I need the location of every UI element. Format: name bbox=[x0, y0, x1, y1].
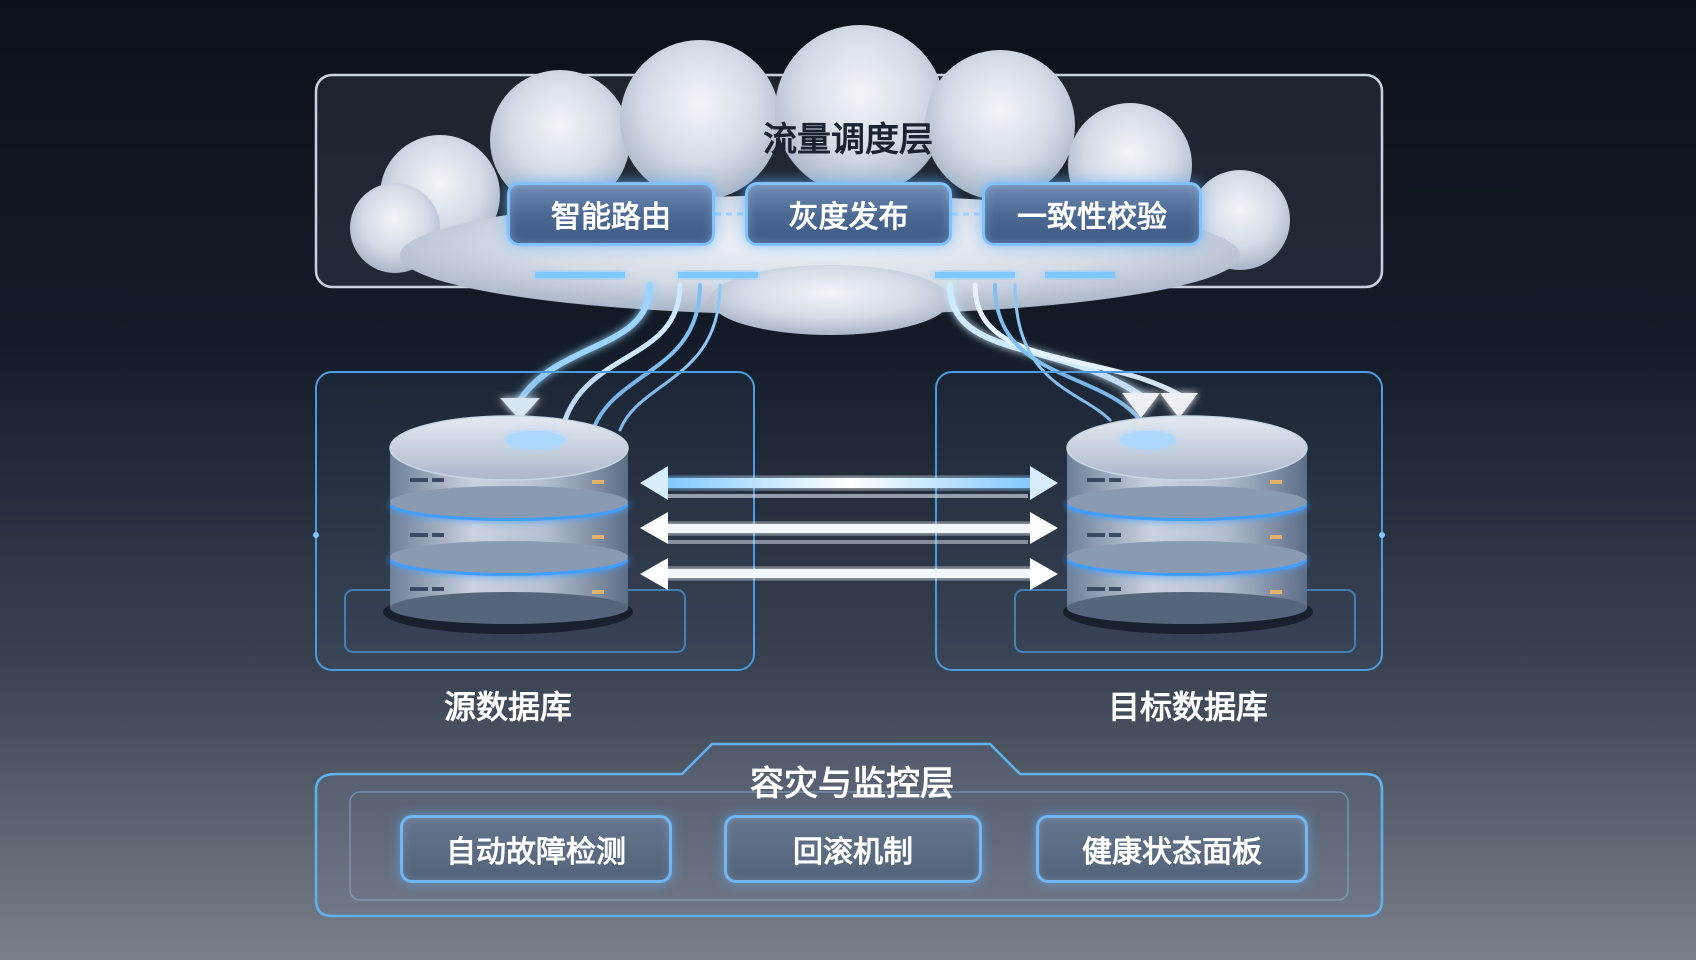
target-database-label: 目标数据库 bbox=[1107, 688, 1268, 726]
sync-arrows bbox=[640, 466, 1058, 590]
flow-to-source bbox=[500, 282, 722, 432]
dr-layer-title: 容灾与监控层 bbox=[750, 764, 954, 804]
rollback-button[interactable]: 回滚机制 bbox=[724, 815, 982, 883]
traffic-layer-title: 流量调度层 bbox=[763, 120, 933, 160]
health-dashboard-button[interactable]: 健康状态面板 bbox=[1036, 815, 1308, 883]
cloud-icon bbox=[350, 25, 1290, 335]
smart-routing-button[interactable]: 智能路由 bbox=[507, 182, 715, 246]
consistency-check-button[interactable]: 一致性校验 bbox=[982, 182, 1202, 246]
source-database-icon bbox=[383, 415, 633, 634]
target-database-icon bbox=[1063, 415, 1313, 634]
source-database-label: 源数据库 bbox=[443, 688, 572, 726]
canary-release-button[interactable]: 灰度发布 bbox=[745, 182, 952, 246]
flow-to-target bbox=[947, 282, 1198, 422]
auto-failure-detection-button[interactable]: 自动故障检测 bbox=[400, 815, 672, 883]
